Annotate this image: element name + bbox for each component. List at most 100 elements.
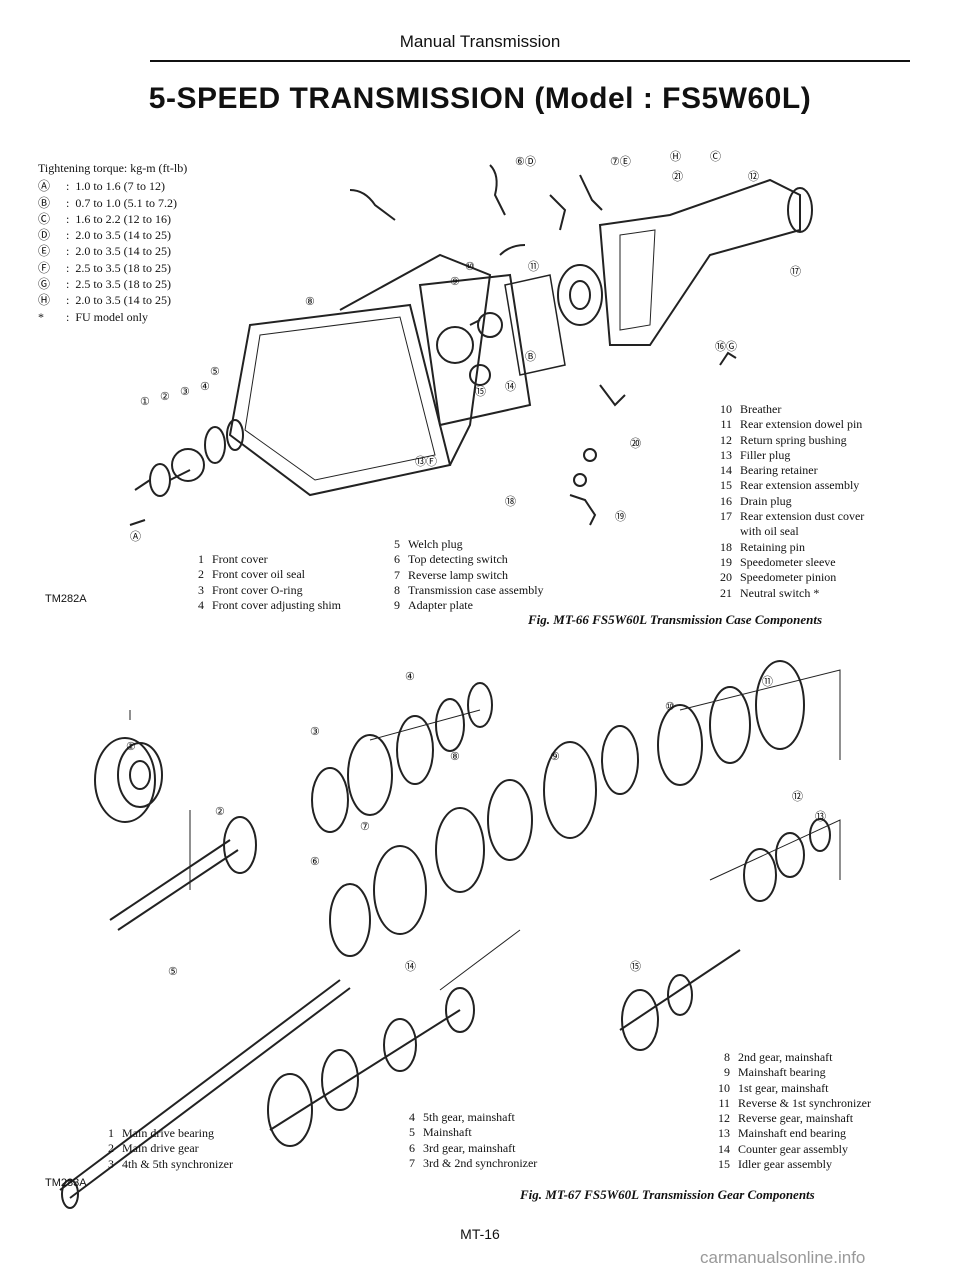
torque-row: *:FU model only: [38, 309, 149, 324]
svg-text:⑥Ⓓ: ⑥Ⓓ: [515, 155, 536, 168]
svg-text:⑱: ⑱: [505, 495, 516, 508]
svg-text:⑮: ⑮: [630, 960, 641, 973]
svg-text:⑩: ⑩: [665, 701, 675, 713]
page-header: Manual Transmission: [399, 32, 561, 51]
svg-text:⑧: ⑧: [305, 296, 315, 308]
svg-text:⑬Ⓕ: ⑬Ⓕ: [415, 455, 437, 468]
svg-text:⑳: ⑳: [630, 437, 641, 450]
svg-text:⑬: ⑬: [815, 810, 826, 823]
svg-text:⑥: ⑥: [310, 856, 320, 868]
svg-text:⑭: ⑭: [505, 380, 516, 393]
svg-text:Ⓐ: Ⓐ: [130, 530, 141, 543]
svg-text:②: ②: [215, 806, 225, 818]
svg-text:⑪: ⑪: [528, 260, 539, 273]
svg-text:④: ④: [405, 671, 415, 683]
svg-text:Ⓒ: Ⓒ: [710, 150, 721, 163]
svg-text:⑩: ⑩: [465, 261, 475, 273]
torque-row: Ⓑ:0.7 to 1.0 (5.1 to 7.2): [38, 195, 178, 210]
svg-text:⑪: ⑪: [762, 675, 773, 688]
page-title: 5-SPEED TRANSMISSION (Model : FS5W60L): [148, 82, 812, 115]
svg-text:⑤: ⑤: [168, 966, 178, 978]
svg-text:⑧: ⑧: [450, 751, 460, 763]
gear-train-exploded-icon: ① ② ③ ④ ⑤ ⑥ ⑦ ⑧ ⑨ ⑩ ⑪ ⑫ ⑬ ⑭ ⑮: [59, 660, 841, 1209]
legend-item: with oil seal: [740, 524, 799, 539]
svg-text:①: ①: [140, 396, 150, 408]
svg-text:③: ③: [180, 386, 190, 398]
svg-text:③: ③: [310, 726, 320, 738]
svg-text:⑲: ⑲: [615, 510, 626, 523]
svg-text:⑨: ⑨: [450, 276, 460, 288]
torque-row: Ⓖ:2.5 to 3.5 (18 to 25): [38, 277, 172, 292]
torque-row: Ⓔ:2.0 to 3.5 (14 to 25): [38, 244, 172, 259]
header-rule: [150, 60, 910, 62]
torque-row: Ⓐ:1.0 to 1.6 (7 to 12): [38, 179, 166, 194]
svg-text:⑫: ⑫: [748, 170, 759, 183]
svg-text:Ⓑ: Ⓑ: [525, 350, 536, 363]
svg-text:①: ①: [126, 741, 136, 753]
svg-text:⑦Ⓔ: ⑦Ⓔ: [610, 155, 631, 168]
torque-row: Ⓓ:2.0 to 3.5 (14 to 25): [38, 228, 172, 243]
watermark: carmanualsonline.info: [700, 1248, 866, 1267]
page-number: MT-16: [460, 1226, 500, 1242]
torque-row: Ⓕ:2.5 to 3.5 (18 to 25): [38, 260, 172, 275]
svg-text:⑨: ⑨: [550, 751, 560, 763]
svg-text:⑦: ⑦: [360, 821, 370, 833]
svg-text:⑰: ⑰: [790, 265, 801, 278]
svg-text:⑫: ⑫: [792, 790, 803, 803]
svg-text:⑮: ⑮: [475, 385, 486, 398]
figure-code: TM282A: [45, 593, 87, 605]
figure-caption: Fig. MT-67 FS5W60L Transmission Gear Com…: [520, 1187, 815, 1202]
svg-text:⑯Ⓖ: ⑯Ⓖ: [715, 340, 737, 353]
torque-table: Tightening torque: kg-m (ft-lb) Ⓐ:1.0 to…: [38, 160, 187, 325]
svg-text:⑭: ⑭: [405, 960, 416, 973]
svg-text:⑤: ⑤: [210, 366, 220, 378]
svg-text:Ⓗ: Ⓗ: [670, 150, 681, 163]
svg-text:②: ②: [160, 391, 170, 403]
torque-caption: Tightening torque: kg-m (ft-lb): [38, 161, 188, 175]
svg-text:④: ④: [200, 381, 210, 393]
